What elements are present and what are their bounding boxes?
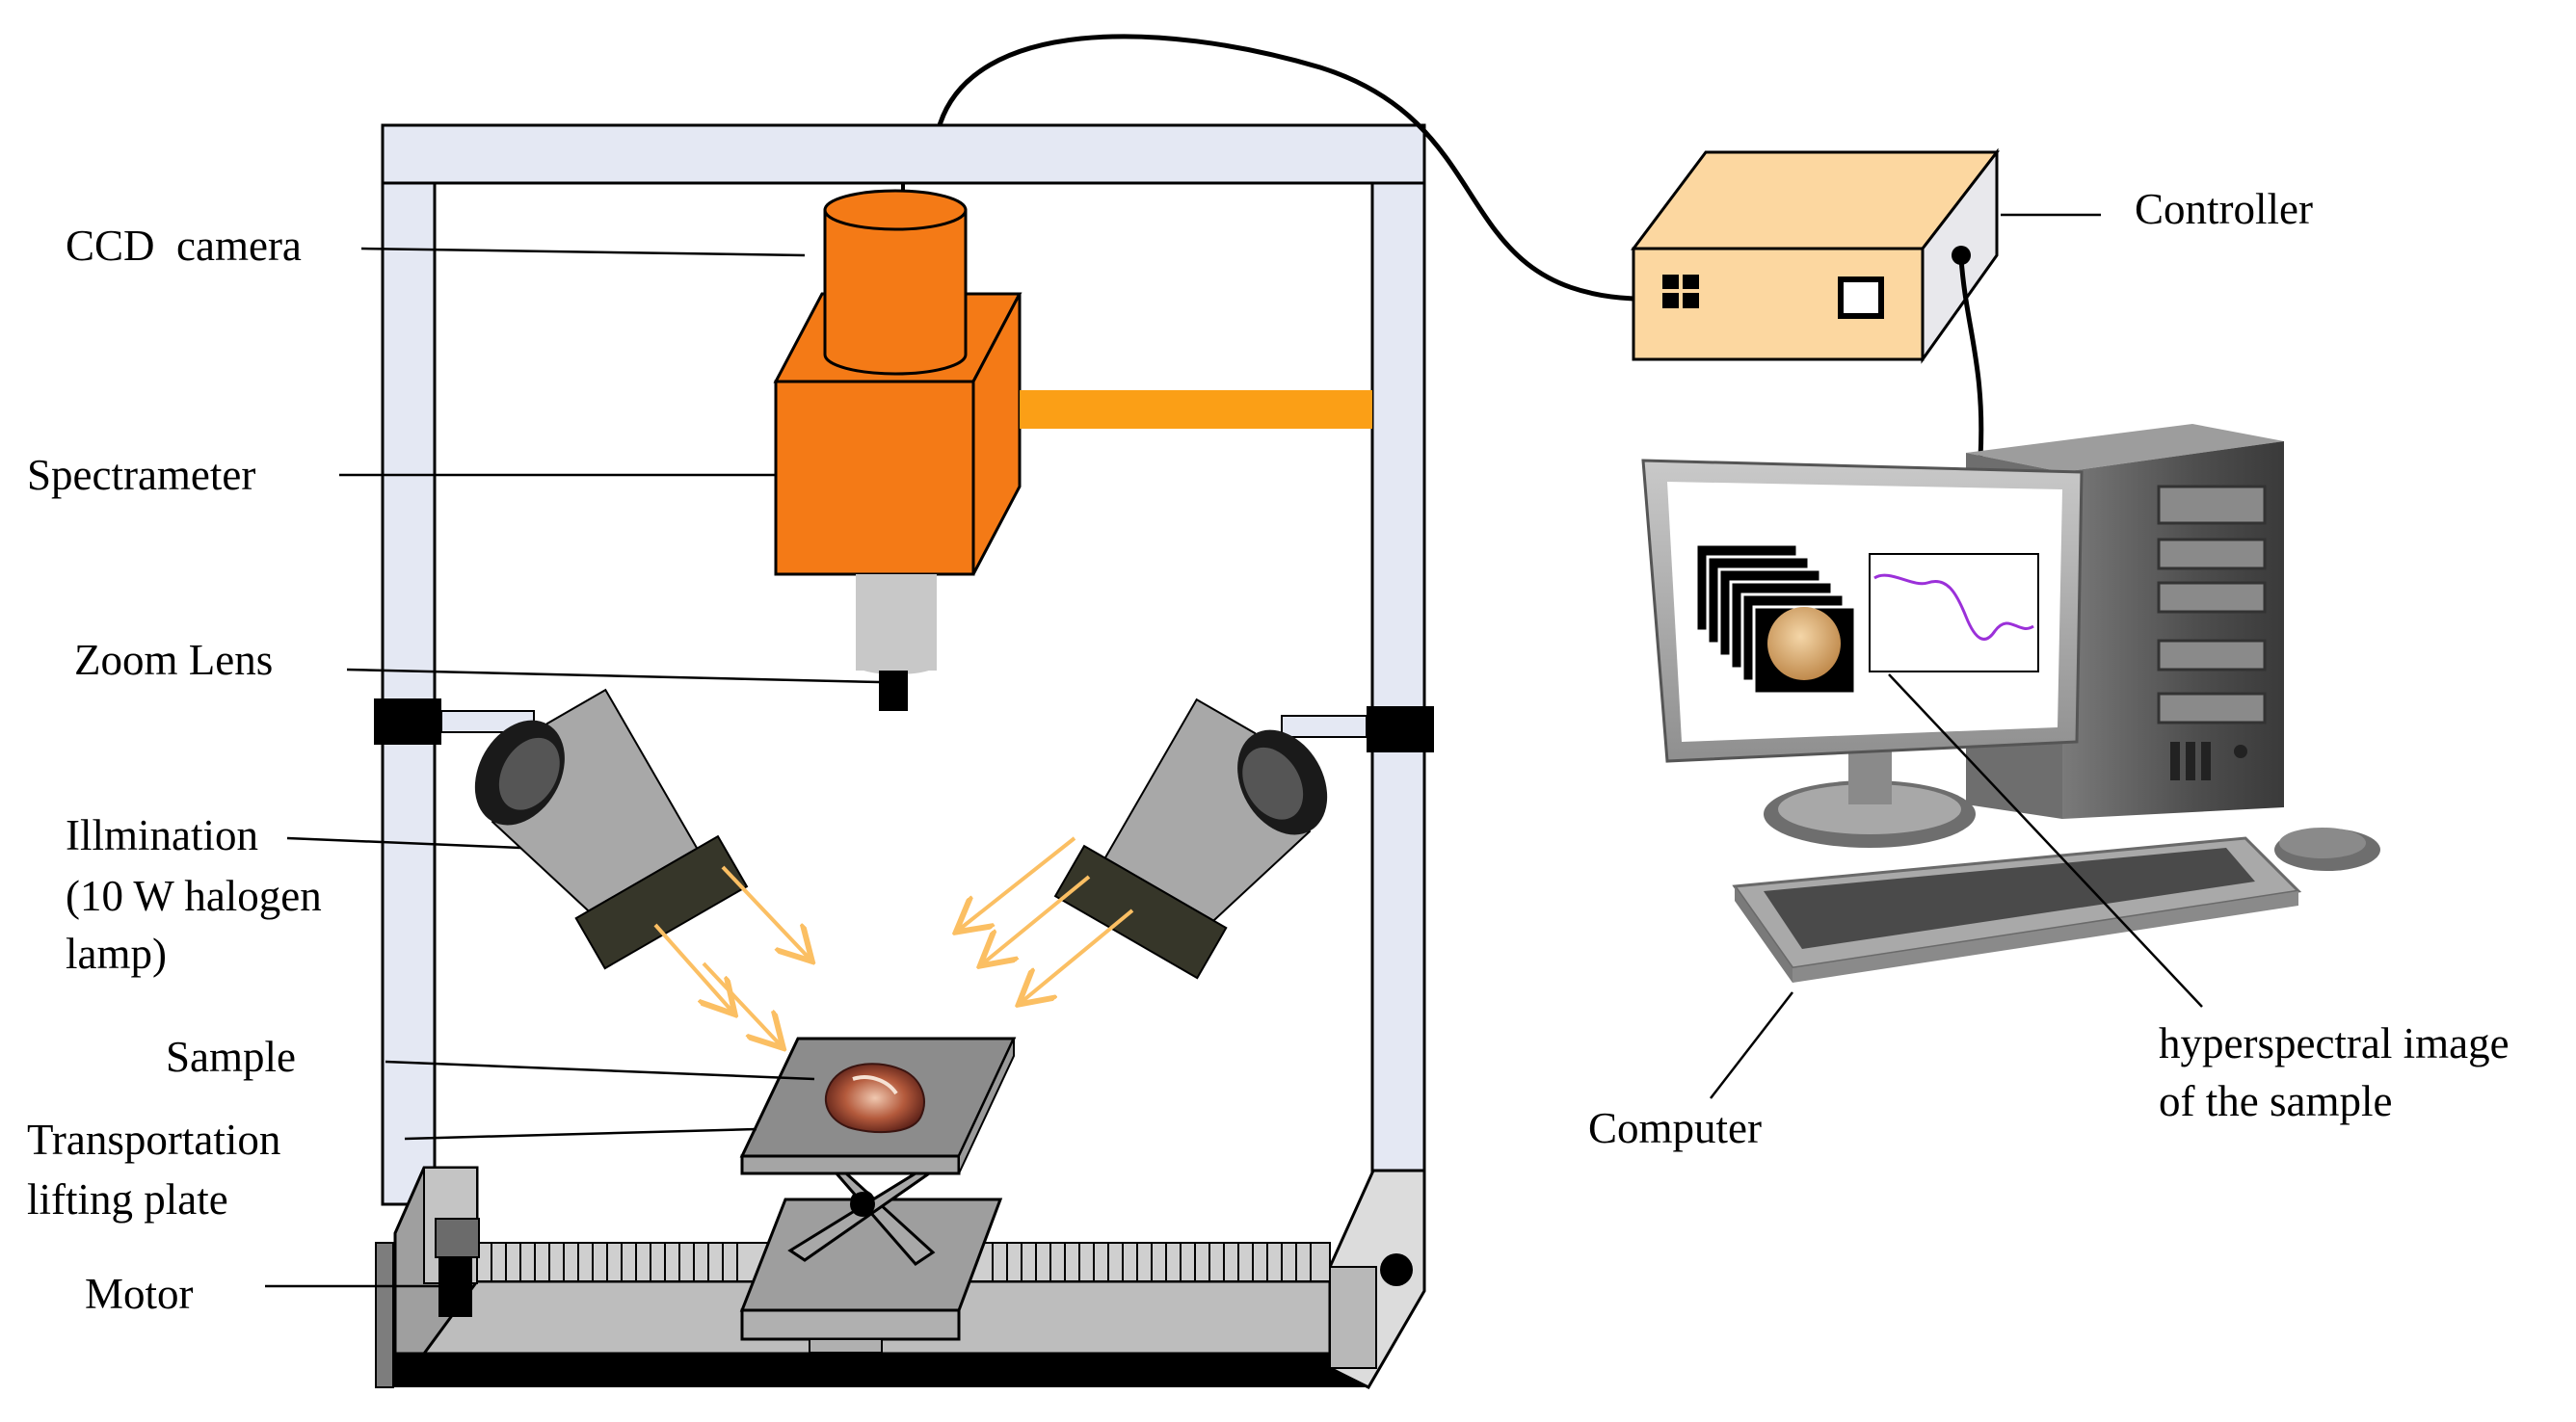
label-ccd-camera: CCD camera bbox=[66, 222, 302, 270]
label-transport-line2: lifting plate bbox=[27, 1175, 228, 1224]
lead-screw-threads bbox=[491, 1243, 1312, 1281]
labels: CCD camera Spectrameter Zoom Lens Illmin… bbox=[27, 185, 2510, 1318]
label-sample: Sample bbox=[166, 1033, 296, 1081]
leader-lines bbox=[265, 213, 2203, 1288]
illumination-beams bbox=[653, 836, 1134, 1045]
label-motor: Motor bbox=[85, 1270, 194, 1318]
label-illumination-line2: (10 W halogen bbox=[66, 872, 322, 920]
motor bbox=[435, 1218, 480, 1317]
mouse bbox=[2274, 828, 2380, 871]
controller-box bbox=[1631, 147, 2001, 364]
label-hsi-line1: hyperspectral image bbox=[2159, 1019, 2510, 1067]
camera-mount-arm bbox=[1020, 390, 1372, 429]
controller-display bbox=[1838, 276, 1884, 319]
label-computer: Computer bbox=[1588, 1104, 1762, 1152]
keyboard bbox=[1732, 836, 2302, 983]
meat-sample bbox=[824, 1063, 925, 1134]
label-illumination-line1: Illmination bbox=[66, 811, 258, 859]
left-halogen-lamp bbox=[374, 688, 749, 970]
right-halogen-lamp bbox=[1053, 698, 1434, 980]
spectrometer bbox=[773, 289, 1022, 576]
label-zoom-lens: Zoom Lens bbox=[74, 636, 273, 684]
label-transport-line1: Transportation bbox=[27, 1116, 280, 1164]
zoom-lens bbox=[856, 574, 937, 711]
label-illumination-line3: lamp) bbox=[66, 930, 167, 978]
controller-computer-cable bbox=[1958, 257, 1984, 459]
label-hsi-line2: of the sample bbox=[2159, 1077, 2392, 1125]
camera-controller-cable bbox=[937, 34, 1634, 302]
spectrum-curve bbox=[1873, 573, 2034, 641]
controller-window-icon bbox=[1662, 275, 1699, 308]
scanner-frame bbox=[381, 123, 1426, 1206]
label-spectrometer: Spectrameter bbox=[27, 451, 255, 499]
transport-rail-base bbox=[375, 1166, 1426, 1389]
hyperspectral-image-display bbox=[1694, 542, 2039, 696]
label-controller: Controller bbox=[2135, 185, 2313, 233]
